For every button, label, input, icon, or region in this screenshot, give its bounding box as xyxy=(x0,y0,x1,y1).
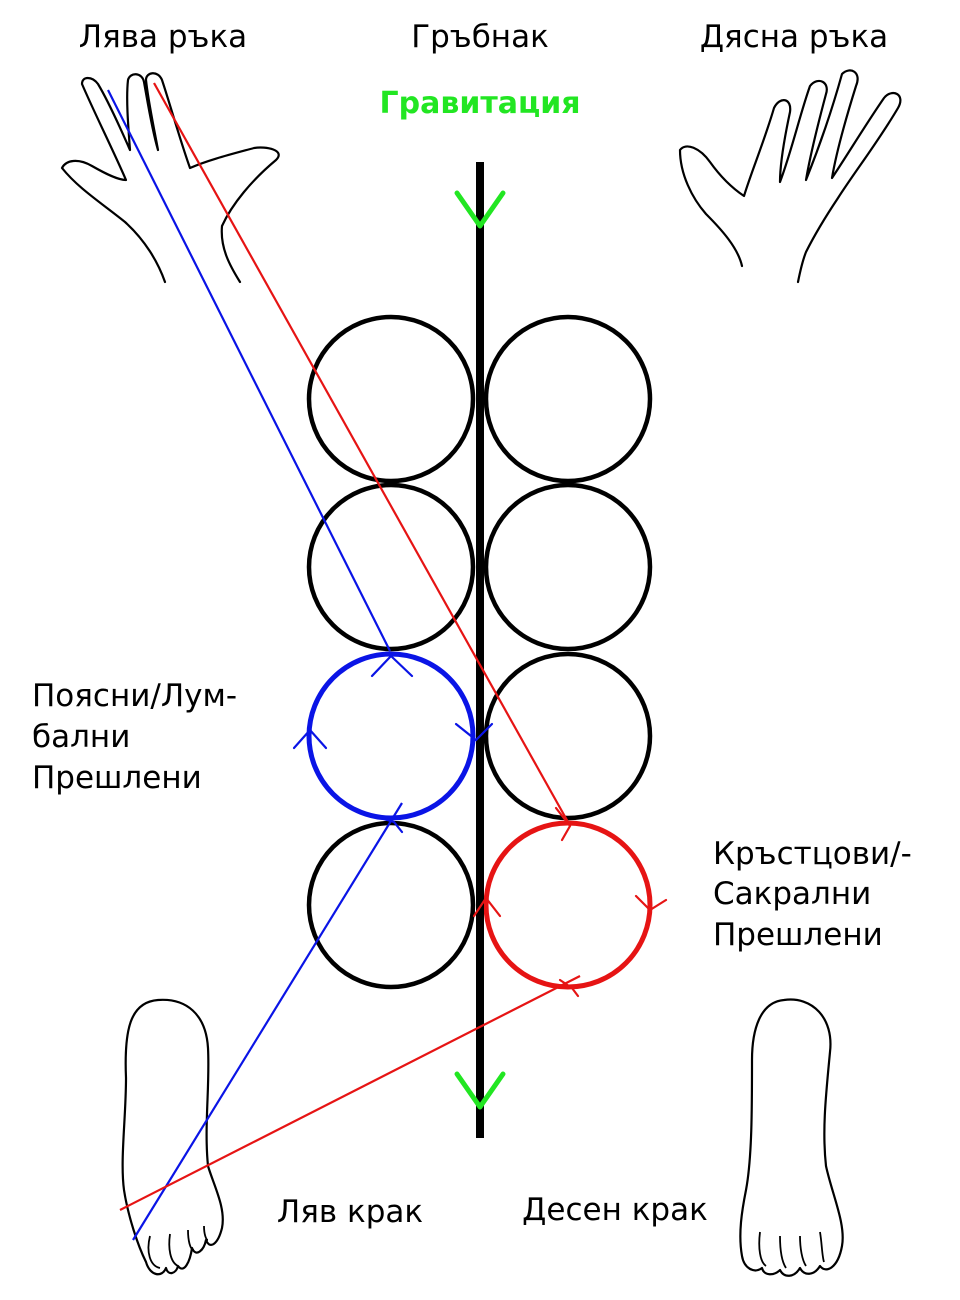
vertebra-right-3 xyxy=(483,651,653,821)
sacral-label-line2: Сакрални xyxy=(713,876,871,912)
vertebra-left-4 xyxy=(306,820,476,990)
blue-line-foot-to-lumbar xyxy=(132,802,403,1241)
right-foot-toes xyxy=(758,1231,825,1269)
blue-circle-arrowheads xyxy=(292,654,494,834)
vertebra-left-2 xyxy=(306,482,476,652)
red-line-hand-to-sacral xyxy=(153,82,569,823)
left-hand-label: Лява ръка xyxy=(79,19,247,55)
right-hand-icon xyxy=(678,69,902,284)
left-foot-icon xyxy=(121,998,224,1276)
vertebra-left-1 xyxy=(306,314,476,484)
sacral-label-line3: Прешлени xyxy=(713,917,883,953)
sacral-vertebra-red xyxy=(483,820,653,990)
left-foot-label: Ляв крак xyxy=(277,1194,423,1230)
left-foot-toes xyxy=(147,1225,209,1269)
red-circle-arrowheads xyxy=(472,806,668,998)
lumbar-label-line1: Поясни/Лум- xyxy=(32,678,237,714)
gravity-arrow-bottom xyxy=(454,1071,506,1110)
sacral-label-line1: Кръстцови/- xyxy=(713,836,912,872)
left-hand-icon xyxy=(60,72,280,284)
blue-line-hand-to-lumbar xyxy=(107,89,391,652)
lumbar-label-line3: Прешлени xyxy=(32,760,202,796)
gravity-label: Гравитация xyxy=(380,86,581,121)
right-foot-icon xyxy=(739,998,844,1277)
red-line-foot-to-sacral xyxy=(119,975,581,1211)
lumbar-vertebra-blue xyxy=(306,651,476,821)
lumbar-label-line2: бални xyxy=(32,719,130,755)
vertebra-right-2 xyxy=(483,482,653,652)
vertebra-right-1 xyxy=(483,314,653,484)
right-hand-label: Дясна ръка xyxy=(700,19,888,55)
gravity-arrow-top xyxy=(454,190,506,229)
spine-label: Гръбнак xyxy=(411,19,549,55)
right-foot-label: Десен крак xyxy=(522,1192,708,1228)
